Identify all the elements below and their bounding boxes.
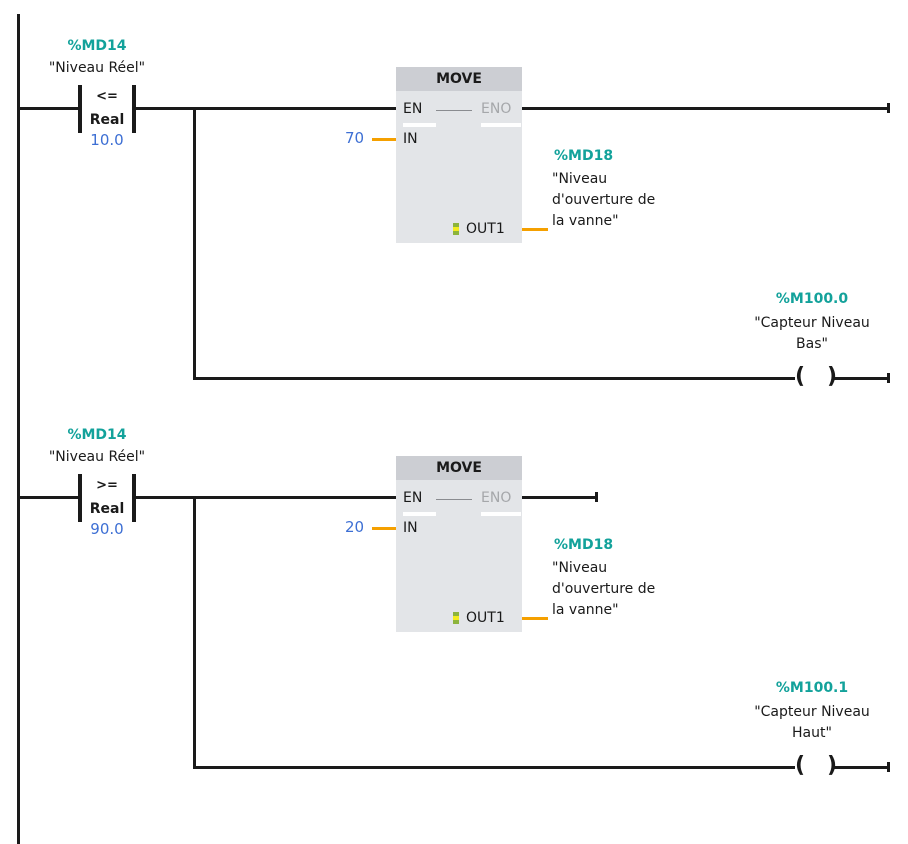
out-symbol-line-1[interactable]: "Niveau xyxy=(552,560,608,576)
in-constant[interactable]: 70 xyxy=(345,129,365,147)
rung-end xyxy=(887,373,890,383)
out-symbol-line-2[interactable]: d'ouverture de xyxy=(552,581,656,597)
compare-operator: >= xyxy=(96,478,118,493)
contact-left-bar[interactable] xyxy=(78,85,82,133)
eno-pin[interactable]: ENO xyxy=(481,101,512,117)
out-symbol-line-3[interactable]: la vanne" xyxy=(552,213,619,229)
contact-symbol[interactable]: "Niveau Réel" xyxy=(48,449,146,465)
contact-address[interactable]: %MD14 xyxy=(67,427,127,443)
out-symbol-line-1[interactable]: "Niveau xyxy=(552,171,608,187)
compare-operator: <= xyxy=(96,89,118,104)
rung-wire xyxy=(18,496,78,499)
out-data-wire xyxy=(522,228,548,231)
left-power-rail xyxy=(17,14,20,844)
out-symbol-line-2[interactable]: d'ouverture de xyxy=(552,192,656,208)
move-block[interactable]: MOVE EN ENO IN OUT1 xyxy=(396,67,522,243)
eno-wire xyxy=(522,107,888,110)
separator xyxy=(403,123,436,127)
en-pin[interactable]: EN xyxy=(403,490,423,506)
coil-symbol-line-1[interactable]: "Capteur Niveau xyxy=(754,315,870,331)
coil-left-paren[interactable]: ( xyxy=(795,753,806,778)
coil-symbol-line-2[interactable]: Haut" xyxy=(792,725,832,741)
rung-wire xyxy=(18,107,78,110)
compare-type: Real xyxy=(89,112,125,128)
coil-symbol-line-2[interactable]: Bas" xyxy=(796,336,828,352)
output-status-icon xyxy=(453,612,459,624)
eno-pin[interactable]: ENO xyxy=(481,490,512,506)
contact-right-bar[interactable] xyxy=(132,85,136,133)
move-block[interactable]: MOVE EN ENO IN OUT1 xyxy=(396,456,522,632)
move-block-title: MOVE xyxy=(396,456,522,480)
out-address[interactable]: %MD18 xyxy=(554,537,614,553)
separator xyxy=(403,512,436,516)
in-data-wire xyxy=(372,138,396,141)
in-pin[interactable]: IN xyxy=(403,131,418,147)
en-eno-line xyxy=(436,110,472,111)
compare-value[interactable]: 10.0 xyxy=(90,131,124,149)
branch-wire xyxy=(193,766,795,769)
coil-symbol-line-1[interactable]: "Capteur Niveau xyxy=(754,704,870,720)
branch-vertical-wire xyxy=(193,496,196,769)
move-block-title: MOVE xyxy=(396,67,522,91)
compare-type: Real xyxy=(89,501,125,517)
en-eno-line xyxy=(436,499,472,500)
coil-left-paren[interactable]: ( xyxy=(795,364,806,389)
contact-right-bar[interactable] xyxy=(132,474,136,522)
coil-out-wire xyxy=(834,377,888,380)
rung-end xyxy=(887,103,890,113)
out1-pin[interactable]: OUT1 xyxy=(466,610,505,626)
rung-end xyxy=(595,492,598,502)
contact-symbol[interactable]: "Niveau Réel" xyxy=(48,60,146,76)
compare-value[interactable]: 90.0 xyxy=(90,520,124,538)
rung-wire xyxy=(136,107,398,110)
coil-right-paren[interactable]: ) xyxy=(827,753,838,778)
out-symbol-line-3[interactable]: la vanne" xyxy=(552,602,619,618)
in-constant[interactable]: 20 xyxy=(345,518,365,536)
coil-out-wire xyxy=(834,766,888,769)
rung-wire xyxy=(136,496,398,499)
branch-wire xyxy=(193,377,795,380)
out-address[interactable]: %MD18 xyxy=(554,148,614,164)
coil-address[interactable]: %M100.0 xyxy=(775,291,849,307)
in-pin[interactable]: IN xyxy=(403,520,418,536)
en-pin[interactable]: EN xyxy=(403,101,423,117)
contact-address[interactable]: %MD14 xyxy=(67,38,127,54)
coil-address[interactable]: %M100.1 xyxy=(775,680,849,696)
in-data-wire xyxy=(372,527,396,530)
output-status-icon xyxy=(453,223,459,235)
eno-wire xyxy=(522,496,596,499)
out1-pin[interactable]: OUT1 xyxy=(466,221,505,237)
separator xyxy=(481,512,521,516)
out-data-wire xyxy=(522,617,548,620)
separator xyxy=(481,123,521,127)
rung-end xyxy=(887,762,890,772)
coil-right-paren[interactable]: ) xyxy=(827,364,838,389)
contact-left-bar[interactable] xyxy=(78,474,82,522)
branch-vertical-wire xyxy=(193,107,196,380)
